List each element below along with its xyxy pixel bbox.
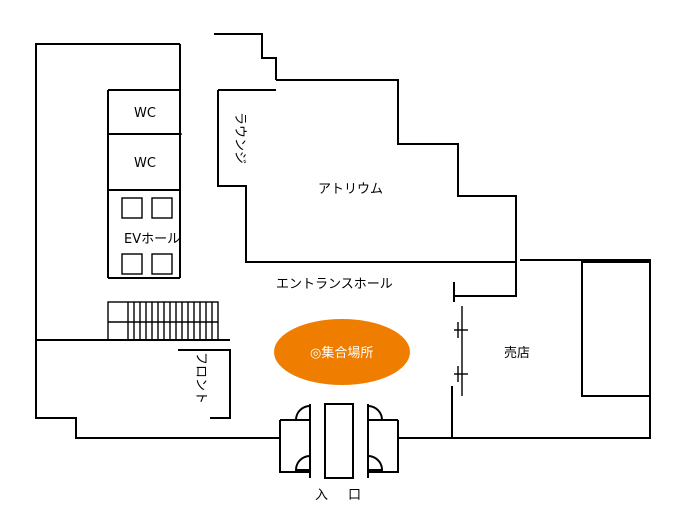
wc-upper-label: WC [134,106,156,121]
elevator-icons [121,197,173,275]
entrance-hall-label: エントランスホール [276,277,393,292]
lounge-label: ラウンジ [232,112,247,164]
meeting-point-label: ◎集合場所 [310,345,373,361]
meeting-point-marker [274,319,410,385]
stairs [107,301,219,341]
entrance-label-2: 口 [348,488,361,503]
front-desk [36,339,231,419]
atrium-label: アトリウム [318,182,383,197]
entrance-doors [279,403,399,479]
wc-rooms [108,133,182,191]
wc-lower-label: WC [134,156,156,171]
entrance-label-1: 入 [315,488,328,503]
shop-partition [451,261,651,438]
shop-label: 売店 [504,345,530,361]
front-desk-label: フロント [193,352,208,404]
ev-hall-label: EVホール [124,232,180,247]
